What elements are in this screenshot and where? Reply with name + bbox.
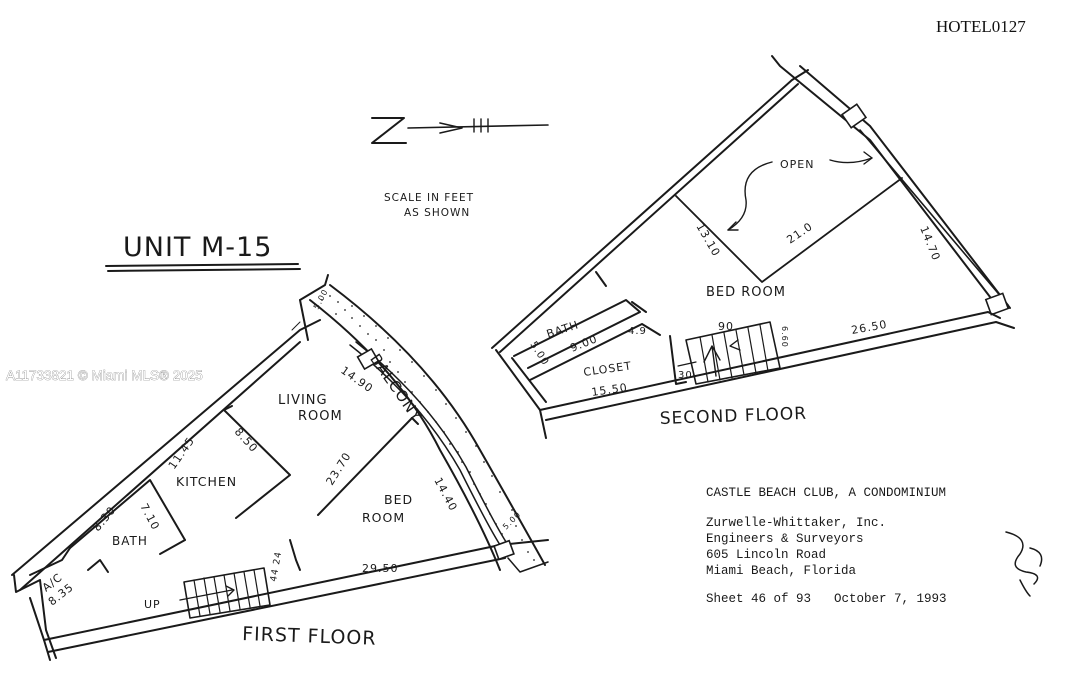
dim-44-24: 44 24 — [269, 550, 284, 582]
dim-26-50: 26.50 — [850, 318, 888, 337]
scale-sublabel: AS SHOWN — [404, 207, 470, 219]
kitchen-label: KITCHEN — [176, 474, 237, 489]
firm-description: Engineers & Surveyors — [706, 532, 864, 546]
dim-7-10: 7.10 — [137, 501, 162, 532]
bed-room-label: BED ROOM — [706, 285, 786, 300]
dim-14-40: 14.40 — [431, 475, 460, 513]
unit-title: UNIT M-15 — [123, 232, 272, 263]
dim-5-00: 5.00 — [527, 340, 550, 368]
firm-address: 605 Lincoln Road — [706, 548, 826, 562]
open-label: OPEN — [780, 158, 814, 171]
dim-9-00: 9.00 — [568, 332, 599, 355]
north-arrow-icon — [371, 117, 549, 144]
balcony-label: BALCONY — [366, 350, 426, 425]
dim-8-50: 8.50 — [232, 425, 261, 455]
reference-code: HOTEL0127 — [936, 17, 1026, 36]
dim-14-90: 14.90 — [338, 364, 375, 396]
dim-6-60: 6.60 — [780, 326, 789, 348]
bed-room-label-2: ROOM — [362, 510, 405, 525]
dim-15-50: 15.50 — [591, 381, 629, 399]
bath-label-2: BATH — [545, 318, 581, 341]
signature-mark — [1005, 531, 1043, 597]
living-room-label-1: LIVING — [278, 393, 328, 408]
second-floor-title: SECOND FLOOR — [659, 404, 807, 429]
mls-watermark: A11733821 © Miami MLS® 2025 — [6, 368, 203, 383]
first-floor-title: FIRST FLOOR — [242, 623, 377, 650]
closet-label: CLOSET — [583, 359, 633, 379]
sheet-date: October 7, 1993 — [834, 592, 947, 606]
first-floor-plan — [11, 274, 549, 661]
unit-title-underline — [105, 263, 301, 272]
firm-city: Miami Beach, Florida — [706, 564, 857, 578]
dim-13-10: 13.10 — [693, 221, 723, 259]
dim-29-50: 29.50 — [362, 562, 399, 575]
scale-label: SCALE IN FEET — [384, 192, 474, 204]
bath-label: BATH — [112, 534, 148, 548]
sheet-number: Sheet 46 of 93 — [706, 592, 811, 606]
dim-8-30: 8.30 — [90, 504, 118, 534]
second-floor-plan — [491, 55, 1015, 439]
dim-21-0: 21.0 — [784, 220, 815, 247]
bed-room-label-1: BED — [384, 492, 413, 507]
dim-30: 30 — [678, 370, 693, 381]
project-name: CASTLE BEACH CLUB, A CONDOMINIUM — [706, 486, 946, 500]
up-label: UP — [144, 598, 161, 611]
dim-90: 90 — [718, 320, 734, 333]
firm-name: Zurwelle-Whittaker, Inc. — [706, 516, 886, 530]
living-room-label-2: ROOM — [298, 409, 343, 424]
dim-4-9: 4.9 — [628, 326, 647, 337]
